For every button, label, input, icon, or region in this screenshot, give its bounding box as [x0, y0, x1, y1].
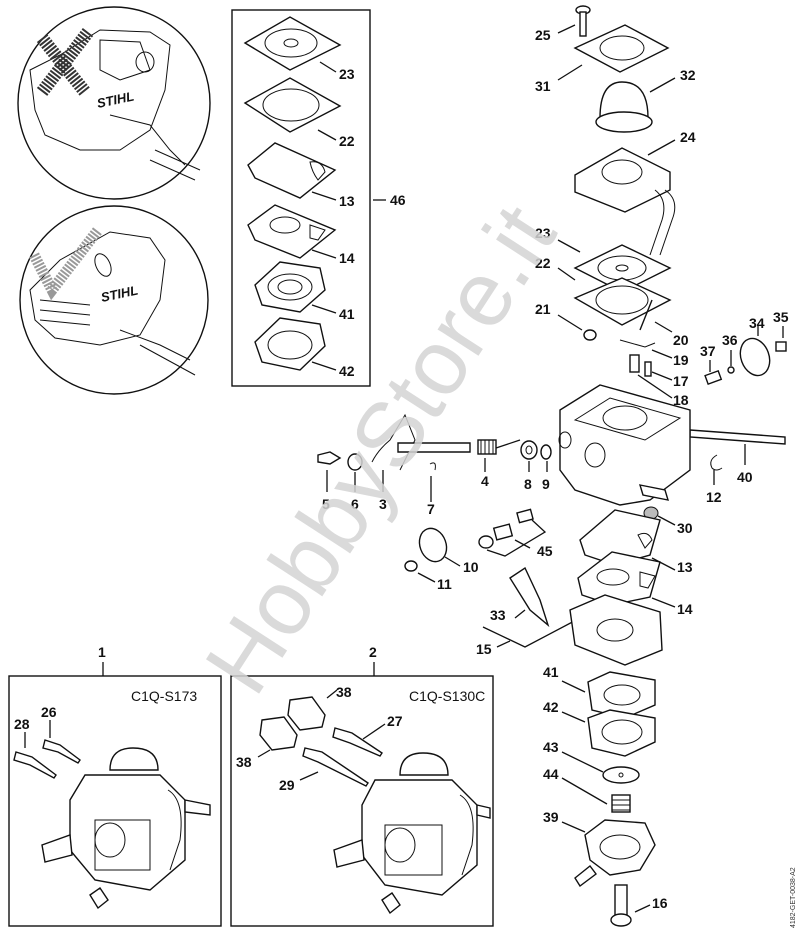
part-label-8: 8: [524, 476, 532, 492]
part-label-16: 16: [652, 895, 668, 911]
part-label-29: 29: [279, 777, 295, 793]
cross-mark-icon: [36, 28, 94, 97]
part-label-41: 41: [543, 664, 559, 680]
part-label-18: 18: [673, 392, 689, 408]
part-label-17: 17: [673, 373, 689, 389]
part-label-40: 40: [737, 469, 753, 485]
watermark: HobbyStore.it: [186, 188, 575, 711]
carburetor-variant-1: 1 C1Q-S173 28 26: [8, 644, 222, 927]
part-label-35: 35: [773, 309, 789, 325]
part-label-3: 3: [379, 496, 387, 512]
part-label-37: 37: [700, 343, 716, 359]
part-label-15: 15: [476, 641, 492, 657]
part-label-39: 39: [543, 809, 559, 825]
variant-number-1: 1: [98, 644, 106, 660]
part-label-28: 28: [14, 716, 30, 732]
top-stack: 25 31 32 24 23 22 21 20 19 17 18: [535, 5, 696, 408]
part-label-38: 38: [336, 684, 352, 700]
part-label-22: 22: [339, 133, 355, 149]
check-mark-icon: [29, 226, 103, 301]
part-label-6: 6: [351, 496, 359, 512]
part-label-7: 7: [427, 501, 435, 517]
part-label-11: 11: [437, 576, 452, 592]
part-label-4: 4: [481, 473, 489, 489]
carburetor-variant-2: 2 C1Q-S130C 38 27 38 29: [230, 644, 494, 927]
part-label-38: 38: [236, 754, 252, 770]
part-label-12: 12: [706, 489, 722, 505]
part-label-14: 14: [677, 601, 693, 617]
part-label-43: 43: [543, 739, 559, 755]
variant-model-1: C1Q-S173: [131, 688, 197, 704]
part-label-26: 26: [41, 704, 57, 720]
part-label-44: 44: [543, 766, 559, 782]
part-label-22: 22: [535, 255, 551, 271]
part-label-14: 14: [339, 250, 355, 266]
right-parts: 35 34 36 37 40 12: [689, 309, 789, 505]
part-label-10: 10: [463, 559, 479, 575]
part-label-21: 21: [535, 301, 551, 317]
carburetor-body: [558, 384, 691, 506]
gasket-kit-box: 23 22 13 14 41 42 46: [231, 9, 406, 387]
part-label-45: 45: [537, 543, 553, 559]
part-label-41: 41: [339, 306, 355, 322]
inset-correct-view: STIHL: [19, 205, 209, 395]
part-label-9: 9: [542, 476, 550, 492]
bottom-stack: 30 13 14 41 42 43 44 39 16: [543, 506, 693, 927]
part-label-25: 25: [535, 27, 551, 43]
part-label-33: 33: [490, 607, 506, 623]
part-label-42: 42: [339, 363, 355, 379]
part-label-23: 23: [535, 225, 551, 241]
drawing-reference-code: 4182-GET-0038-A2: [790, 867, 797, 928]
variant-model-2: C1Q-S130C: [409, 688, 485, 704]
part-label-32: 32: [680, 67, 696, 83]
lower-left-parts: 10 11 45 33 15: [404, 508, 581, 657]
part-label-27: 27: [387, 713, 403, 729]
part-label-30: 30: [677, 520, 693, 536]
part-label-34: 34: [749, 315, 765, 331]
part-label-5: 5: [322, 496, 330, 512]
part-label-13: 13: [677, 559, 693, 575]
kit-label-46: 46: [390, 192, 406, 208]
part-label-13: 13: [339, 193, 355, 209]
part-label-36: 36: [722, 332, 738, 348]
part-label-31: 31: [535, 78, 551, 94]
part-label-24: 24: [680, 129, 696, 145]
shaft-assembly: 5 6 3 7 4 8 9: [317, 413, 552, 517]
part-label-42: 42: [543, 699, 559, 715]
part-label-23: 23: [339, 66, 355, 82]
inset-incorrect-view: STIHL: [17, 6, 211, 200]
variant-number-2: 2: [369, 644, 377, 660]
part-label-19: 19: [673, 352, 689, 368]
part-label-20: 20: [673, 332, 689, 348]
